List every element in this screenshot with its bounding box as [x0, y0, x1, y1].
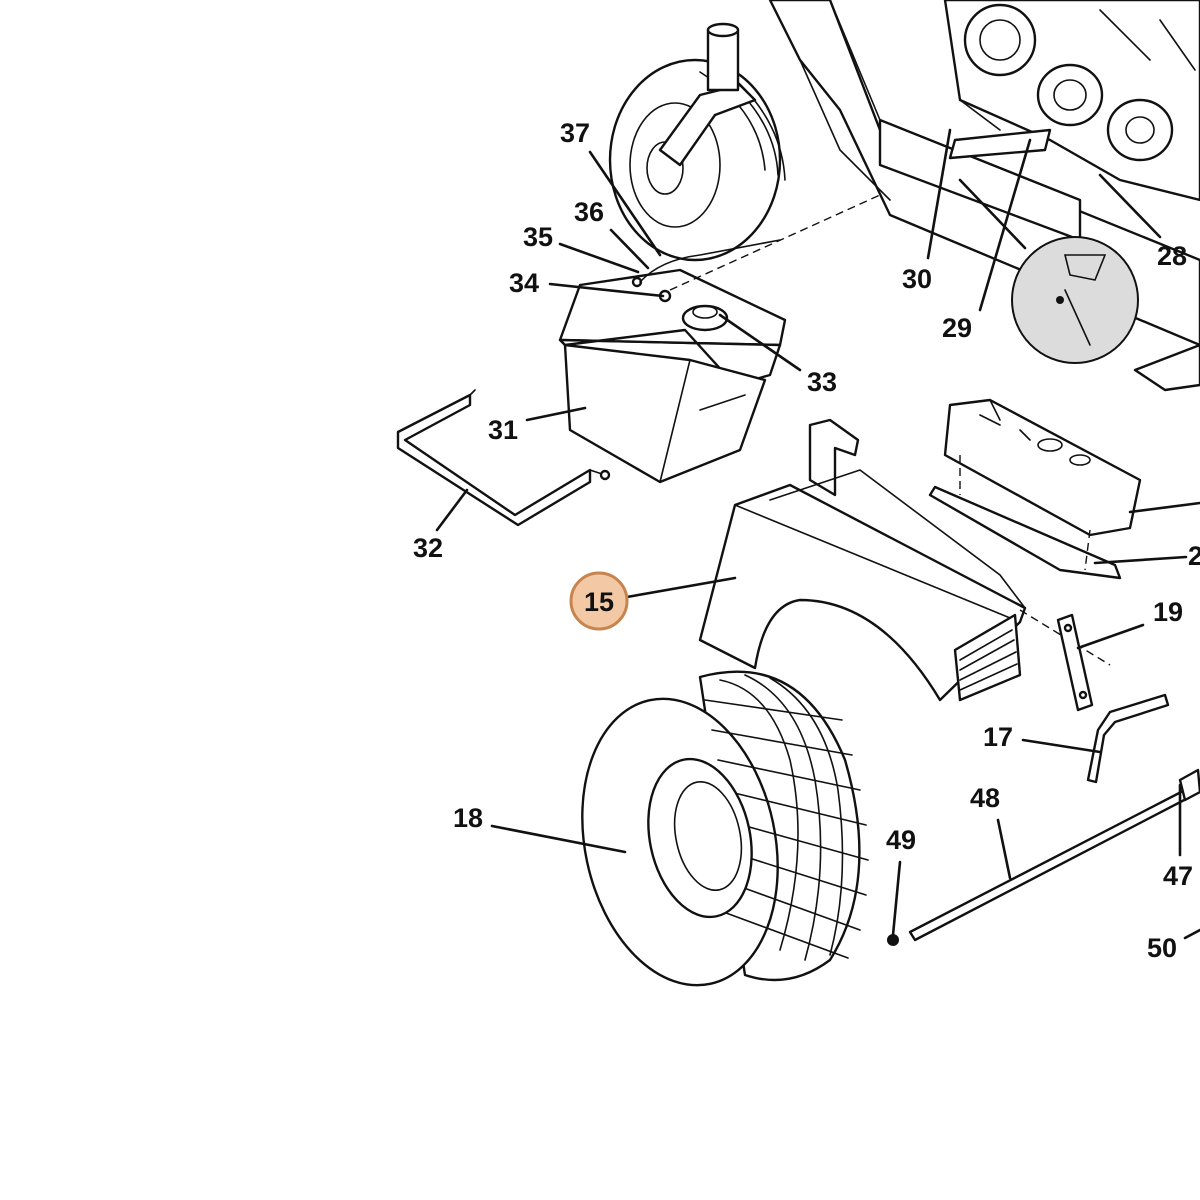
highlight-marker [569, 571, 629, 631]
fuel-tank [558, 268, 787, 484]
callout-48[interactable]: 48 [970, 783, 1000, 813]
ball-stud [887, 934, 899, 946]
callout-28[interactable]: 28 [1157, 241, 1187, 271]
fender-bracket [1056, 613, 1094, 712]
callout-18[interactable]: 18 [453, 803, 483, 833]
callout-19[interactable]: 19 [1153, 597, 1183, 627]
fuel-line [639, 239, 781, 283]
callout-30[interactable]: 30 [902, 264, 932, 294]
callout-2x[interactable]: 2 [1188, 541, 1200, 571]
callout-49[interactable]: 49 [886, 825, 916, 855]
callout-33[interactable]: 33 [807, 367, 837, 397]
callout-31[interactable]: 31 [488, 415, 518, 445]
callout-37[interactable]: 37 [560, 118, 590, 148]
callout-labels: 15 17 18 19 2 28 29 30 31 32 33 34 35 36… [413, 118, 1200, 963]
callout-15[interactable]: 15 [584, 587, 614, 617]
callout-29[interactable]: 29 [942, 313, 972, 343]
callout-32[interactable]: 32 [413, 533, 443, 563]
rear-tire [581, 670, 869, 987]
callout-35[interactable]: 35 [523, 222, 553, 252]
callout-17[interactable]: 17 [983, 722, 1013, 752]
callout-34[interactable]: 34 [509, 268, 539, 298]
callout-47[interactable]: 47 [1163, 861, 1193, 891]
control-console [928, 398, 1142, 580]
main-frame-assembly [768, 0, 1200, 392]
long-shaft [908, 788, 1192, 942]
callout-50[interactable]: 50 [1147, 933, 1177, 963]
tank-bracket [396, 389, 611, 527]
front-caster-wheel [608, 22, 786, 262]
rear-fender [698, 418, 1111, 702]
callout-36[interactable]: 36 [574, 197, 604, 227]
bent-rod [1086, 693, 1170, 784]
leader-lines [435, 128, 1200, 940]
